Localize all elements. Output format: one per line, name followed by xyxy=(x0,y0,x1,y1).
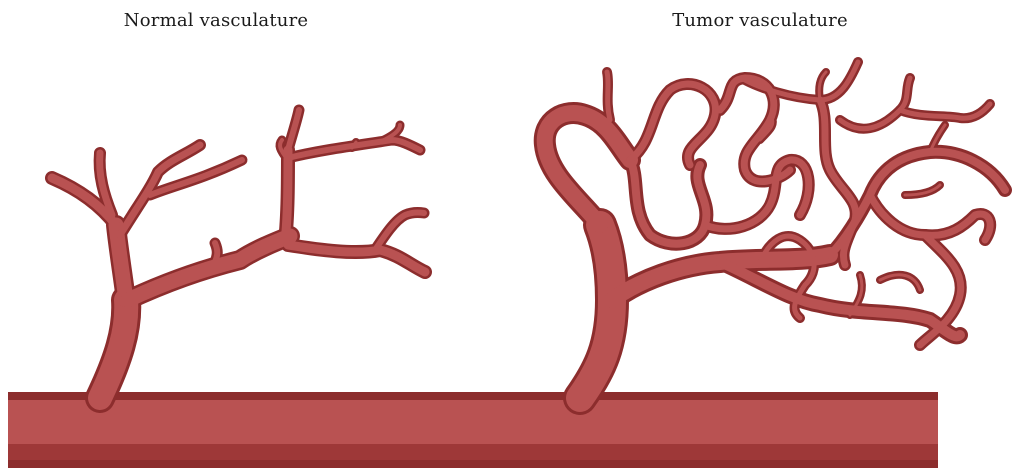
normal-vessel-tree xyxy=(52,110,425,398)
parent-blood-vessel xyxy=(8,392,938,468)
tumor-vessel-network xyxy=(545,62,1005,398)
